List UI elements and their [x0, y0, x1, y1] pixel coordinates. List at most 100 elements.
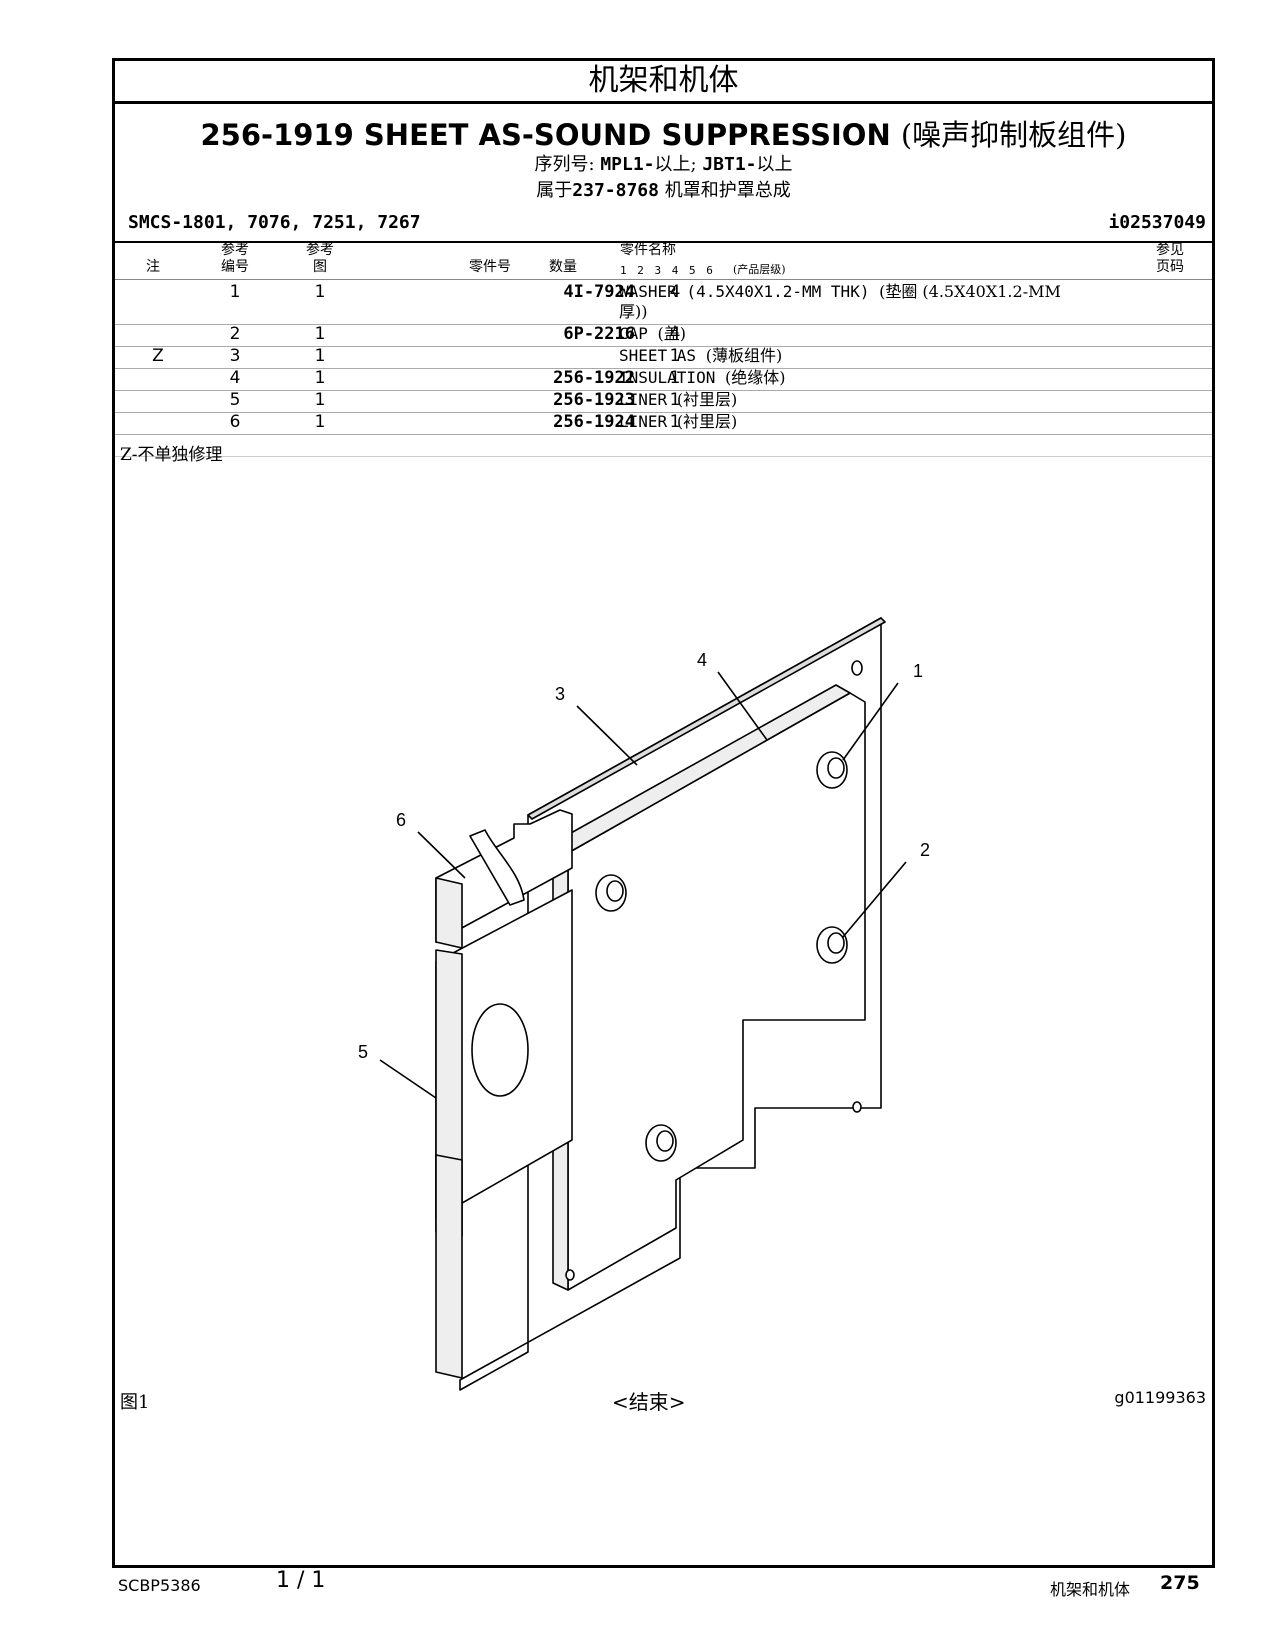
serial-range-1-suffix: 以上; [654, 154, 697, 175]
row-part-number[interactable]: 256-1924 [553, 412, 635, 432]
row-part-number[interactable]: 256-1922 [553, 368, 635, 388]
row-ref: 3 [229, 346, 241, 366]
row-part-name: SHEET AS (薄板组件) [619, 346, 1089, 366]
row-fig: 1 [314, 346, 326, 366]
row-fig: 1 [314, 390, 326, 410]
header-see-page-top: 参见 [1156, 242, 1184, 258]
header-part-no: 零件号 [469, 259, 511, 275]
part-name-en: SHEET AS-SOUND SUPPRESSION [363, 118, 891, 152]
row-fig: 1 [314, 282, 326, 302]
footer-doc-id: SCBP5386 [118, 1576, 201, 1595]
part-number: 256-1919 [200, 118, 354, 152]
leader-line-1 [842, 682, 899, 761]
callout-5: 5 [358, 1042, 368, 1062]
table-row[interactable]: 2 1 6P-2216 4 CAP (盖) [115, 324, 1212, 347]
row-name-cn: (绝缘体) [724, 368, 786, 387]
belongs-assembly-link[interactable]: 237-8768 [572, 180, 659, 201]
header-part-name: 零件名称 [620, 242, 676, 258]
row-part-name: CAP (盖) [619, 324, 1089, 344]
row-fig: 1 [314, 412, 326, 432]
row-note: Z [152, 346, 164, 366]
serial-range-2: JBT1- [702, 154, 757, 175]
row-name-cn: (垫圈 (4.5X40X1.2-MM [879, 282, 1061, 301]
row-ref: 4 [229, 368, 241, 388]
leader-line-4 [717, 671, 768, 741]
header-ref-no-top: 参考 [221, 242, 249, 258]
row-qty: 4 [669, 282, 681, 302]
footer-page-number: 275 [1160, 1572, 1200, 1594]
row-ref: 1 [229, 282, 241, 302]
row-ref: 2 [229, 324, 241, 344]
header-levels-note: (产品层级) [733, 263, 786, 276]
row-part-number[interactable]: 4I-7924 [563, 282, 635, 302]
row-part-name: INSULATION (绝缘体) [619, 368, 1089, 388]
footnote-row [115, 434, 1212, 457]
header-levels: 1 2 3 4 5 6 [620, 264, 713, 277]
row-name-en: INSULATION [619, 368, 716, 387]
header-ref-fig-top: 参考 [306, 242, 334, 258]
belongs-line: 属于237-8768 机罩和护罩总成 [112, 178, 1215, 204]
row-name-cn-cont: 厚)) [619, 302, 648, 321]
header-ref-fig-bottom: 图 [313, 259, 327, 275]
callout-6: 6 [396, 810, 406, 830]
washer-icon [595, 751, 848, 1162]
row-name-en: LINER [619, 390, 668, 409]
table-row[interactable]: 6 1 256-1924 1 LINER (衬里层) [115, 412, 1212, 435]
table-row[interactable]: 1 1 4I-7924 4 WASHER (4.5X40X1.2-MM THK)… [115, 282, 1212, 325]
smcs-codes: SMCS-1801, 7076, 7251, 7267 [128, 212, 421, 233]
table-row[interactable]: 4 1 256-1922 1 INSULATION (绝缘体) [115, 368, 1212, 391]
header-qty: 数量 [549, 259, 577, 275]
row-name-en: CAP [619, 324, 648, 343]
callout-2: 2 [920, 840, 930, 860]
row-qty: 4 [669, 324, 681, 344]
row-part-name: WASHER (4.5X40X1.2-MM THK) (垫圈 (4.5X40X1… [619, 282, 1089, 322]
leader-line-6 [417, 831, 466, 879]
graphic-id: g01199363 [1114, 1388, 1206, 1407]
serial-line: 序列号: MPL1-以上; JBT1-以上 [112, 152, 1215, 178]
footer-page-of: 1 / 1 [276, 1568, 326, 1593]
leader-line-3 [576, 705, 638, 766]
insulation-shape [567, 692, 866, 1291]
end-label: <结束> [612, 1390, 686, 1414]
part-name-cn: (噪声抑制板组件) [900, 118, 1127, 152]
footer-section: 机架和机体 [1050, 1580, 1131, 1599]
row-fig: 1 [314, 324, 326, 344]
row-name-cn: (薄板组件) [705, 346, 783, 365]
row-name-cn: (衬里层) [676, 412, 738, 431]
serial-label: 序列号: [534, 154, 595, 175]
figure-label: 图1 [120, 1392, 150, 1413]
serial-range-1: MPL1- [600, 154, 655, 175]
header-top-rule [115, 241, 1212, 243]
leader-line-5 [379, 1059, 437, 1099]
row-name-en: WASHER (4.5X40X1.2-MM THK) [619, 282, 870, 301]
row-qty: 1 [669, 346, 681, 366]
table-row[interactable]: 5 1 256-1923 1 LINER (衬里层) [115, 390, 1212, 413]
header-ref-no-bottom: 编号 [221, 259, 249, 275]
liner-hole [471, 1003, 529, 1097]
callout-3: 3 [555, 684, 565, 704]
header-bottom-rule [115, 279, 1212, 280]
row-part-name: LINER (衬里层) [619, 390, 1089, 410]
page-frame [112, 58, 1215, 1568]
row-fig: 1 [314, 368, 326, 388]
belongs-prefix: 属于 [536, 180, 573, 201]
header-note: 注 [146, 259, 160, 275]
row-part-name: LINER (衬里层) [619, 412, 1089, 432]
row-part-number[interactable]: 6P-2216 [563, 324, 635, 344]
row-name-en: LINER [619, 412, 668, 431]
header-see-page-bottom: 页码 [1156, 259, 1184, 275]
row-name-en: SHEET AS [619, 346, 697, 365]
row-part-number[interactable]: 256-1923 [553, 390, 635, 410]
row-qty: 1 [669, 390, 681, 410]
table-row[interactable]: Z 3 1 1 SHEET AS (薄板组件) [115, 346, 1212, 369]
belongs-suffix: 机罩和护罩总成 [664, 180, 791, 201]
callout-1: 1 [913, 661, 923, 681]
row-ref: 5 [229, 390, 241, 410]
illustration-id: i02537049 [1108, 212, 1206, 233]
row-name-cn: (盖) [657, 324, 687, 343]
part-title: 256-1919 SHEET AS-SOUND SUPPRESSION (噪声抑… [112, 115, 1215, 155]
row-ref: 6 [229, 412, 241, 432]
leader-line-2 [842, 861, 907, 938]
serial-range-2-suffix: 以上 [756, 154, 793, 175]
